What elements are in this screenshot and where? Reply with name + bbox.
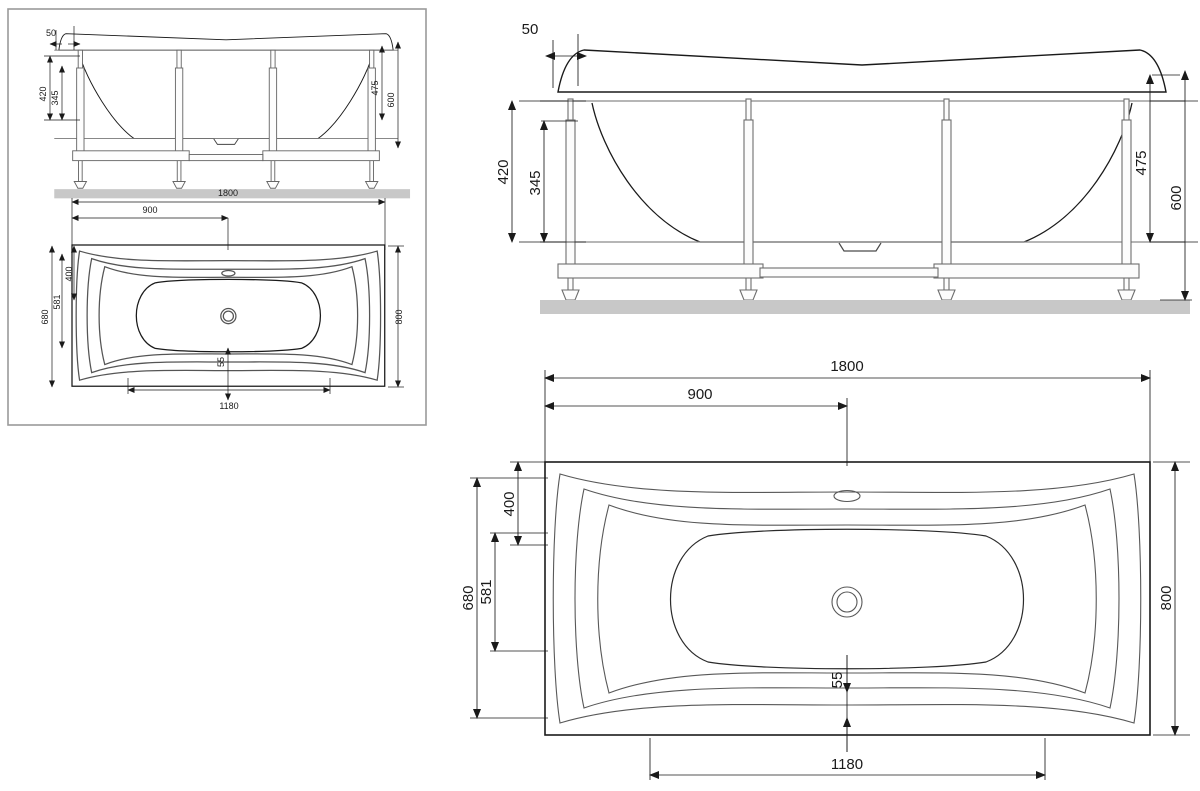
leg-2-body xyxy=(743,119,754,267)
elevation-dimension-lines xyxy=(508,34,1198,301)
thumb-dim-900: 900 xyxy=(142,205,157,215)
thumbnail-plan-dims: 1800 900 800 680 581 400 55 1180 xyxy=(40,188,404,411)
tub-basin-outline xyxy=(669,528,1025,670)
frame-legs xyxy=(73,49,379,189)
tub-contour-2 xyxy=(86,257,371,374)
dim-600: 600 xyxy=(1168,185,1185,210)
leg-4-top xyxy=(1123,98,1130,122)
thumb-dim-50: 50 xyxy=(46,28,56,38)
plan-view: 1800 900 800 680 581 400 55 1180 xyxy=(460,358,1190,780)
frame-crossbar-right xyxy=(933,263,1140,279)
tub-outer-rect xyxy=(71,244,386,387)
dim-345: 345 xyxy=(527,170,544,195)
leg-1-top xyxy=(567,98,574,122)
tub-contour-2 xyxy=(574,488,1120,709)
thumbnail-plan-view xyxy=(71,244,386,387)
dim-50: 50 xyxy=(522,21,539,38)
floor-line xyxy=(54,189,411,199)
drain-outlet xyxy=(838,242,882,252)
floor-line xyxy=(540,300,1190,314)
drain-hole-inner xyxy=(836,591,858,613)
leg-3-top xyxy=(943,98,950,122)
plan-dimension-labels: 1800 900 800 680 581 400 55 1180 xyxy=(460,358,1175,773)
frame-crossbar-center xyxy=(188,154,264,162)
dim-581: 581 xyxy=(478,579,495,604)
drain-hole-outer xyxy=(831,586,863,618)
overflow-hole xyxy=(221,269,236,277)
dim-1800: 1800 xyxy=(830,358,863,375)
elevation-rim-profile xyxy=(557,49,1167,93)
dim-420: 420 xyxy=(495,159,512,184)
dim-1180: 1180 xyxy=(831,756,863,773)
thumb-dim-800: 800 xyxy=(394,309,404,324)
dim-680: 680 xyxy=(460,585,477,610)
tub-rim-profile xyxy=(58,33,394,51)
frame-crossbar-left xyxy=(557,263,764,279)
dim-900: 900 xyxy=(687,386,712,403)
thumb-dim-680: 680 xyxy=(40,309,50,324)
thumb-dim-600: 600 xyxy=(386,92,396,107)
elevation-view: 50 420 345 475 600 xyxy=(495,21,1198,314)
thumb-dim-475: 475 xyxy=(370,80,380,95)
frame-crossbar-center xyxy=(759,267,939,278)
thumbnail-elevation-dims: 50 420 345 475 600 xyxy=(38,26,401,149)
drain-hole-inner xyxy=(222,310,235,322)
tub-outer-rect xyxy=(544,461,1151,736)
frame-crossbar-right xyxy=(262,150,380,162)
thumb-dim-400: 400 xyxy=(64,266,74,281)
thumbnail-elevation-view xyxy=(54,33,411,199)
dim-400: 400 xyxy=(501,491,518,516)
frame-crossbar-left xyxy=(72,150,190,162)
thumbnail-panel: 50 420 345 475 600 xyxy=(7,8,427,426)
overflow-hole xyxy=(833,489,861,503)
leg-3-body xyxy=(941,119,952,267)
drain-outlet xyxy=(213,138,239,145)
thumb-dim-1180: 1180 xyxy=(219,401,238,411)
drain-hole-outer xyxy=(220,307,237,325)
leg-2-top xyxy=(745,98,752,122)
tub-contour-1 xyxy=(552,473,1142,724)
leg-1-body xyxy=(565,119,576,267)
plan-dimension-lines xyxy=(470,370,1190,780)
thumb-dim-420: 420 xyxy=(38,86,48,101)
elevation-dimension-labels: 50 420 345 475 600 xyxy=(495,21,1185,211)
thumb-dim-581: 581 xyxy=(52,294,62,309)
dim-800: 800 xyxy=(1158,585,1175,610)
tub-contour-1 xyxy=(75,250,382,381)
dim-475: 475 xyxy=(1133,150,1150,175)
thumb-dim-55: 55 xyxy=(216,357,226,367)
dim-55: 55 xyxy=(829,672,846,689)
tub-contour-3 xyxy=(597,504,1097,694)
leg-4-body xyxy=(1121,119,1132,267)
thumb-dim-1800: 1800 xyxy=(218,188,238,198)
tub-basin-outline xyxy=(135,278,322,353)
tub-contour-3 xyxy=(98,265,359,366)
thumb-dim-345: 345 xyxy=(50,90,60,105)
